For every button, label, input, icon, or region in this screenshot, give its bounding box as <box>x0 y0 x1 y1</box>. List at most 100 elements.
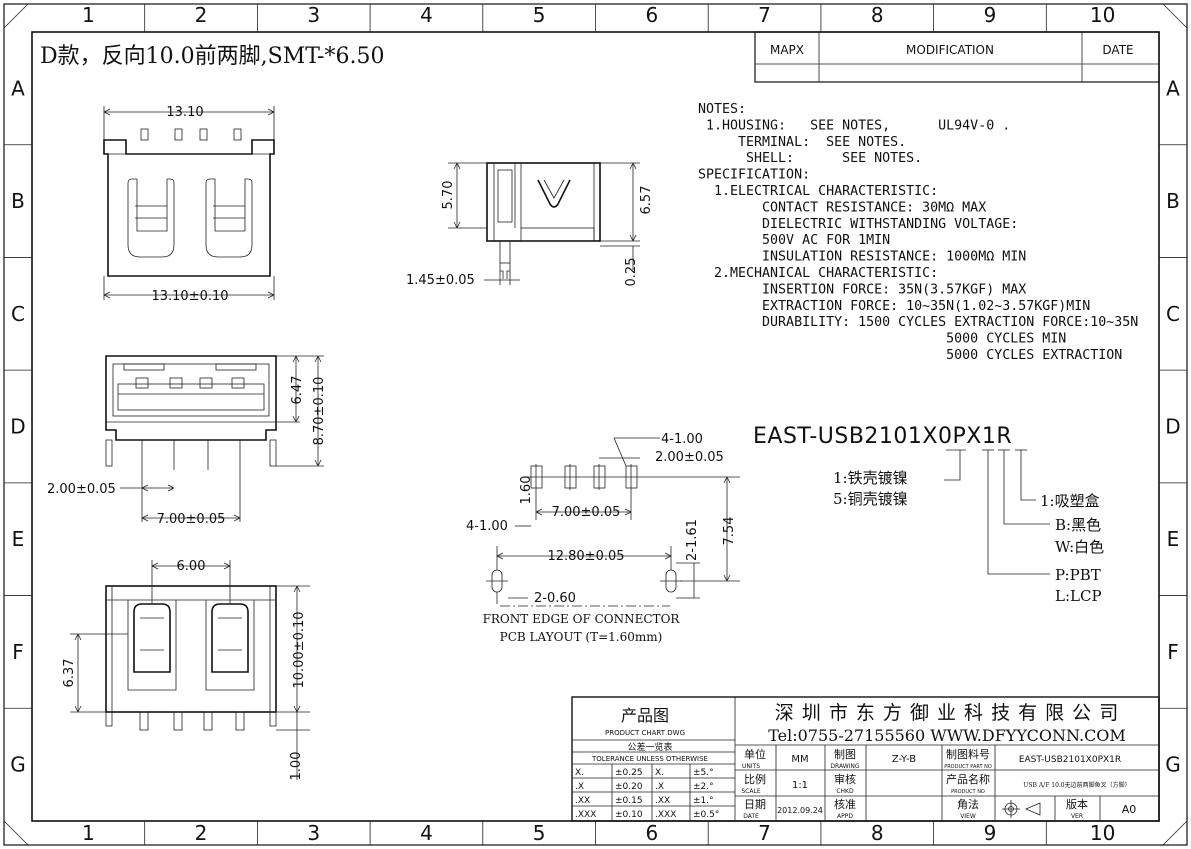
date-label-cn: 日期 <box>744 798 766 811</box>
row-letter: F <box>12 640 24 664</box>
note-line: TERMINAL: SEE NOTES. <box>698 135 906 150</box>
dim-bottom-h2: 10.00±0.10 <box>292 611 307 688</box>
product-name-label-cn: 产品名称 <box>946 772 990 786</box>
option-color-w: W:白色 <box>1055 538 1104 556</box>
column-number: 1 <box>82 3 95 27</box>
tolerance-cell: ±0.5° <box>693 810 719 820</box>
note-line: 500V AC FOR 1MIN <box>698 233 890 248</box>
note-line: 5000 CYCLES EXTRACTION <box>698 348 1122 363</box>
row-letter: E <box>1167 527 1180 551</box>
units-label-cn: 单位 <box>744 747 766 761</box>
title-block: 深 圳 市 东 方 御 业 科 技 有 限 公 司 Tel:0755-27155… <box>571 696 1160 822</box>
column-number: 7 <box>758 821 771 845</box>
column-number: 9 <box>984 821 997 845</box>
dim-front-pitch: 2.00±0.05 <box>47 482 116 497</box>
part-number-callout: EAST-USB2101X0PX1R 1:铁壳镀镍 5:铜壳镀镍 1:吸塑盒 B… <box>753 424 1104 605</box>
approve-label-en: APPD <box>837 813 853 820</box>
option-mat-p: P:PBT <box>1055 566 1101 584</box>
note-line: SPECIFICATION: <box>698 168 810 183</box>
company-name: 深 圳 市 东 方 御 业 科 技 有 限 公 司 <box>775 702 1119 724</box>
revision-table: MAPX MODIFICATION DATE <box>754 31 1160 83</box>
tolerance-cell: ±1.° <box>693 796 714 806</box>
option-mat-l: L:LCP <box>1055 587 1102 605</box>
tolerance-cell: X. <box>575 768 584 778</box>
rev-mark-header: MAPX <box>770 43 804 57</box>
approve-label-cn: 核准 <box>834 797 856 811</box>
option-shell-5: 5:铜壳镀镍 <box>833 490 908 508</box>
column-number: 5 <box>533 3 546 27</box>
check-label-cn: 审核 <box>834 772 856 786</box>
product-name-label-en: PRODUCT NO <box>951 789 985 795</box>
dim-side-pin2: 0.25 <box>624 258 639 287</box>
dim-bottom-h1: 6.37 <box>62 659 77 688</box>
note-line: NOTES: <box>698 102 746 117</box>
dim-bottom-width: 6.00 <box>177 559 206 574</box>
tolerance-cell: .X <box>575 782 584 792</box>
dim-front-h1: 6.47 <box>290 376 305 405</box>
row-letter: E <box>12 527 25 551</box>
version-value: A0 <box>1122 803 1137 816</box>
dim-pcb-depth: 7.54 <box>722 517 737 546</box>
tolerance-cell: .X <box>655 782 664 792</box>
pcb-layout: 4-1.00 2.00±0.05 1.60 7.00±0.05 4-1.00 1… <box>466 432 740 644</box>
row-letter: A <box>11 76 25 100</box>
row-letter: D <box>10 415 25 439</box>
note-line: INSULATION RESISTANCE: 1000MΩ MIN <box>698 250 1026 265</box>
tolerance-cell: ±5.° <box>693 768 714 778</box>
tolerance-cell: X. <box>655 768 664 778</box>
dim-pcb-span: 7.00±0.05 <box>552 505 621 520</box>
tolerance-cell: .XXX <box>575 810 596 820</box>
tolerance-title-cn: 公差一览表 <box>627 741 672 753</box>
column-number: 2 <box>195 821 208 845</box>
column-number: 4 <box>420 3 433 27</box>
column-number: 2 <box>195 3 208 27</box>
check-label-en: CHKD <box>836 788 854 795</box>
dim-top-width-tol: 13.10±0.10 <box>151 289 228 304</box>
dim-pcb-pad-h: 1.60 <box>519 476 534 505</box>
column-number: 6 <box>645 3 658 27</box>
option-shell-1: 1:铁壳镀镍 <box>833 469 908 487</box>
tolerance-title-en: TOLERANCE UNLESS OTHERWISE <box>591 755 708 763</box>
chart-title-en: PRODUCT CHART DWG <box>605 729 685 737</box>
bottom-view: 6.00 6.37 10.00±0.10 1.00 <box>62 559 310 780</box>
dim-front-h2: 8.70±0.10 <box>312 377 327 446</box>
units-value: MM <box>791 754 808 765</box>
row-letter: B <box>1166 189 1180 213</box>
part-number: EAST-USB2101X0PX1R <box>753 424 1012 449</box>
row-letter: F <box>1167 640 1179 664</box>
partno-value: EAST-USB2101X0PX1R <box>1019 755 1121 765</box>
column-number: 8 <box>871 3 884 27</box>
dim-pcb-holes2: 4-1.00 <box>466 519 508 534</box>
dim-bottom-h3: 1.00 <box>289 752 304 781</box>
partno-label-en: PRODUCT PART NO <box>944 764 992 770</box>
partno-label-cn: 制图料号 <box>946 747 990 761</box>
column-number: 5 <box>533 821 546 845</box>
dim-pcb-holes: 4-1.00 <box>661 432 703 447</box>
dim-front-span: 7.00±0.05 <box>157 512 226 527</box>
top-view: 13.10 13.10±0.10 <box>103 105 275 304</box>
scale-value: 1:1 <box>792 780 808 791</box>
note-line: EXTRACTION FORCE: 10~35N(1.02~3.57KGF)MI… <box>698 299 1090 314</box>
note-line: 2.MECHANICAL CHARACTERISTIC: <box>698 266 938 281</box>
column-number: 10 <box>1090 821 1115 845</box>
rev-date-header: DATE <box>1102 43 1133 57</box>
date-value: 2012.09.24 <box>777 806 823 815</box>
front-view: 6.47 8.70±0.10 2.00±0.05 7.00±0.05 <box>47 355 327 527</box>
company-contact: Tel:0755-27155560 WWW.DFYYCONN.COM <box>768 726 1126 745</box>
column-number: 6 <box>645 821 658 845</box>
tolerance-cell: ±0.10 <box>615 810 643 820</box>
column-number: 4 <box>420 821 433 845</box>
note-line: CONTACT RESISTANCE: 30MΩ MAX <box>698 200 986 215</box>
column-number: 3 <box>307 821 320 845</box>
row-letter: C <box>11 302 25 326</box>
note-line: DURABILITY: 1500 CYCLES EXTRACTION FORCE… <box>698 315 1138 330</box>
view-label-cn: 角法 <box>957 797 979 811</box>
dim-pcb-pitch: 2.00±0.05 <box>655 450 724 465</box>
view-label-en: VIEW <box>960 813 976 820</box>
version-label-cn: 版本 <box>1066 797 1088 811</box>
version-label-en: VER <box>1071 813 1083 820</box>
tolerance-cell: ±2.° <box>693 782 714 792</box>
column-number: 10 <box>1090 3 1115 27</box>
